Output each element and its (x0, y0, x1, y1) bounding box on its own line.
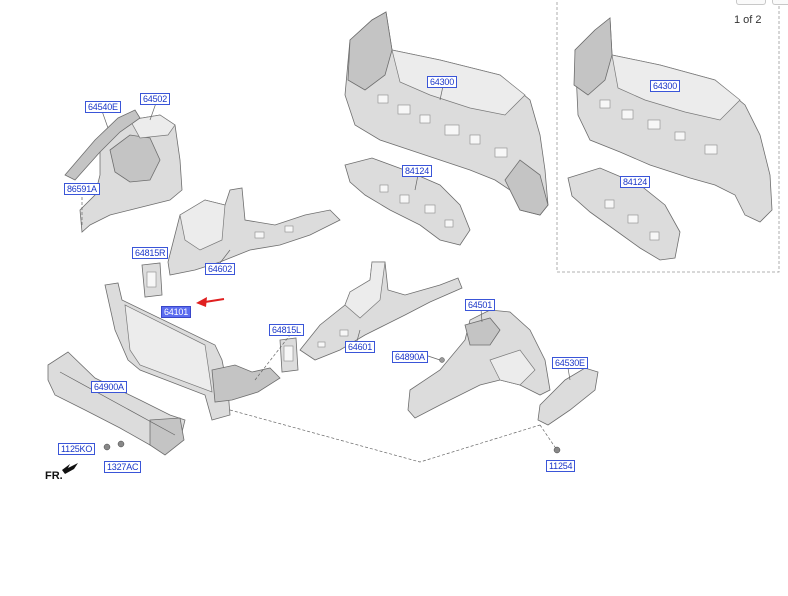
dash-panel-64300 (344, 11, 549, 216)
callout-64502[interactable]: 64502 (140, 93, 171, 105)
leader-64530E (567, 367, 571, 381)
callout-11254[interactable]: 11254 (546, 460, 576, 472)
callout-64900A[interactable]: 64900A (91, 381, 127, 393)
radiator-support-64101 (104, 282, 281, 421)
reinforcement-64530E (537, 367, 599, 426)
gasket-64815R (141, 262, 163, 298)
callout-64300-alt[interactable]: 64300 (650, 80, 681, 92)
pointer-arrow (196, 297, 225, 307)
leader-64501 (480, 308, 483, 323)
page-indicator: 1 of 2 (734, 14, 762, 26)
callout-84124-alt[interactable]: 84124 (620, 176, 651, 188)
side-member-64601 (299, 261, 463, 361)
callout-64300[interactable]: 64300 (427, 76, 458, 88)
wheel-house-64502 (79, 114, 183, 233)
reinforcement-64540E (64, 109, 141, 181)
leader-64502 (149, 102, 157, 121)
callout-84124[interactable]: 84124 (402, 165, 433, 177)
relation-line-1 (229, 409, 541, 463)
callout-64815L[interactable]: 64815L (269, 324, 304, 336)
next-page-button[interactable]: ▶ (772, 0, 788, 5)
insulator-84124 (344, 157, 471, 246)
leader-64300 (439, 85, 444, 101)
front-direction-label: FR. (45, 470, 63, 482)
prev-page-button[interactable]: ◀ (736, 0, 766, 5)
callout-64101[interactable]: 64101 (161, 306, 192, 318)
callout-1327AC[interactable]: 1327AC (104, 461, 142, 473)
leader-64540E (101, 110, 109, 129)
relation-line-3 (539, 424, 558, 451)
callout-64540E[interactable]: 64540E (85, 101, 121, 113)
gasket-64815L (279, 337, 299, 373)
callout-1125KO[interactable]: 1125KO (58, 443, 96, 455)
callout-64530E[interactable]: 64530E (552, 357, 588, 369)
callout-64601[interactable]: 64601 (345, 341, 376, 353)
callout-64890A[interactable]: 64890A (392, 351, 428, 363)
bolt-1125KO (103, 443, 111, 451)
relation-line-2 (254, 334, 291, 381)
leader-64602 (219, 249, 231, 264)
alternate-view-panel (556, 0, 780, 273)
callout-64501[interactable]: 64501 (465, 299, 496, 311)
insulator-84124-alt (567, 167, 681, 261)
side-member-64602 (167, 187, 341, 276)
front-arrow-icon (62, 463, 78, 474)
callout-64602[interactable]: 64602 (205, 263, 236, 275)
callout-86591A[interactable]: 86591A (64, 183, 100, 195)
callout-64815R[interactable]: 64815R (132, 247, 169, 259)
nut-1327AC (117, 440, 125, 448)
leader-84124 (414, 174, 419, 191)
leader-64601 (356, 329, 361, 342)
clip-64890A (439, 357, 445, 363)
leader-64890A (427, 355, 441, 361)
wheel-house-64501 (407, 309, 551, 419)
